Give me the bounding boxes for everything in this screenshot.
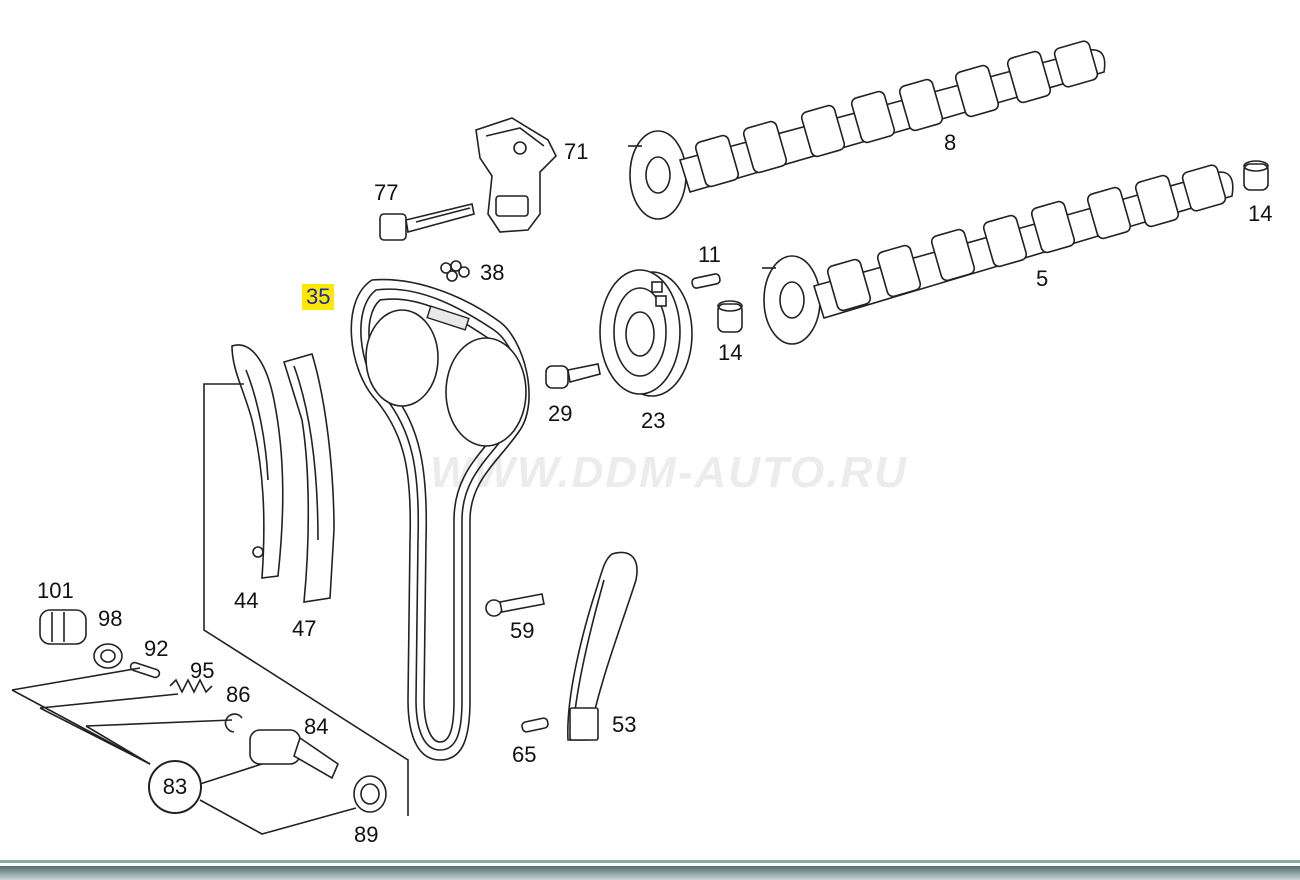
label-83[interactable]: 83: [148, 760, 202, 814]
label-59[interactable]: 59: [510, 618, 535, 643]
cap-14-upper[interactable]: [1243, 160, 1269, 191]
plug-101[interactable]: [39, 609, 87, 645]
guide-rail-47[interactable]: [282, 353, 335, 603]
label-5[interactable]: 5: [1036, 266, 1049, 291]
bolts-38[interactable]: [440, 260, 470, 282]
sprocket-23[interactable]: [599, 269, 693, 397]
label-71[interactable]: 71: [564, 139, 589, 164]
bolt-77[interactable]: [379, 203, 475, 241]
plunger-84[interactable]: [249, 729, 339, 780]
cap-14-lower[interactable]: [717, 300, 743, 333]
washer-98[interactable]: [93, 643, 123, 669]
camshaft-upper[interactable]: [628, 40, 1106, 220]
label-11[interactable]: 11: [698, 242, 721, 267]
seal-89[interactable]: [353, 775, 387, 813]
bracket-lines: [203, 383, 409, 816]
label-95[interactable]: 95: [190, 658, 215, 683]
label-89[interactable]: 89: [354, 822, 379, 847]
guide-rail-53[interactable]: [567, 551, 638, 741]
ring-86[interactable]: [224, 713, 243, 733]
timing-chain-35[interactable]: [350, 278, 530, 761]
label-14-upper[interactable]: 14: [1248, 201, 1273, 226]
camshaft-lower[interactable]: [762, 164, 1234, 345]
label-65[interactable]: 65: [512, 742, 537, 767]
pin-11[interactable]: [691, 273, 721, 289]
label-29[interactable]: 29: [548, 401, 573, 426]
label-92[interactable]: 92: [144, 636, 169, 661]
bolt-59[interactable]: [485, 593, 545, 617]
bolt-29[interactable]: [545, 363, 601, 389]
label-8[interactable]: 8: [944, 130, 957, 155]
pin-65[interactable]: [521, 717, 549, 733]
guide-rail-44[interactable]: [231, 344, 284, 579]
watermark-text: WWW.DDM-AUTO.RU: [430, 448, 909, 497]
label-101[interactable]: 101: [37, 578, 74, 603]
label-44[interactable]: 44: [234, 588, 259, 613]
spring-95[interactable]: [169, 678, 213, 694]
label-98[interactable]: 98: [98, 606, 123, 631]
tensioner-71[interactable]: [475, 117, 557, 233]
bracket-lines-83: [11, 667, 357, 835]
label-23[interactable]: 23: [641, 408, 666, 433]
label-38[interactable]: 38: [480, 260, 505, 285]
label-35-selected[interactable]: 35: [302, 284, 335, 310]
label-84[interactable]: 84: [304, 714, 329, 739]
footer-bar: [0, 860, 1300, 880]
pin-92[interactable]: [129, 661, 161, 679]
label-53[interactable]: 53: [612, 712, 637, 737]
label-86[interactable]: 86: [226, 682, 251, 707]
label-47[interactable]: 47: [292, 616, 317, 641]
label-14-lower[interactable]: 14: [718, 340, 743, 365]
label-77[interactable]: 77: [374, 180, 399, 205]
